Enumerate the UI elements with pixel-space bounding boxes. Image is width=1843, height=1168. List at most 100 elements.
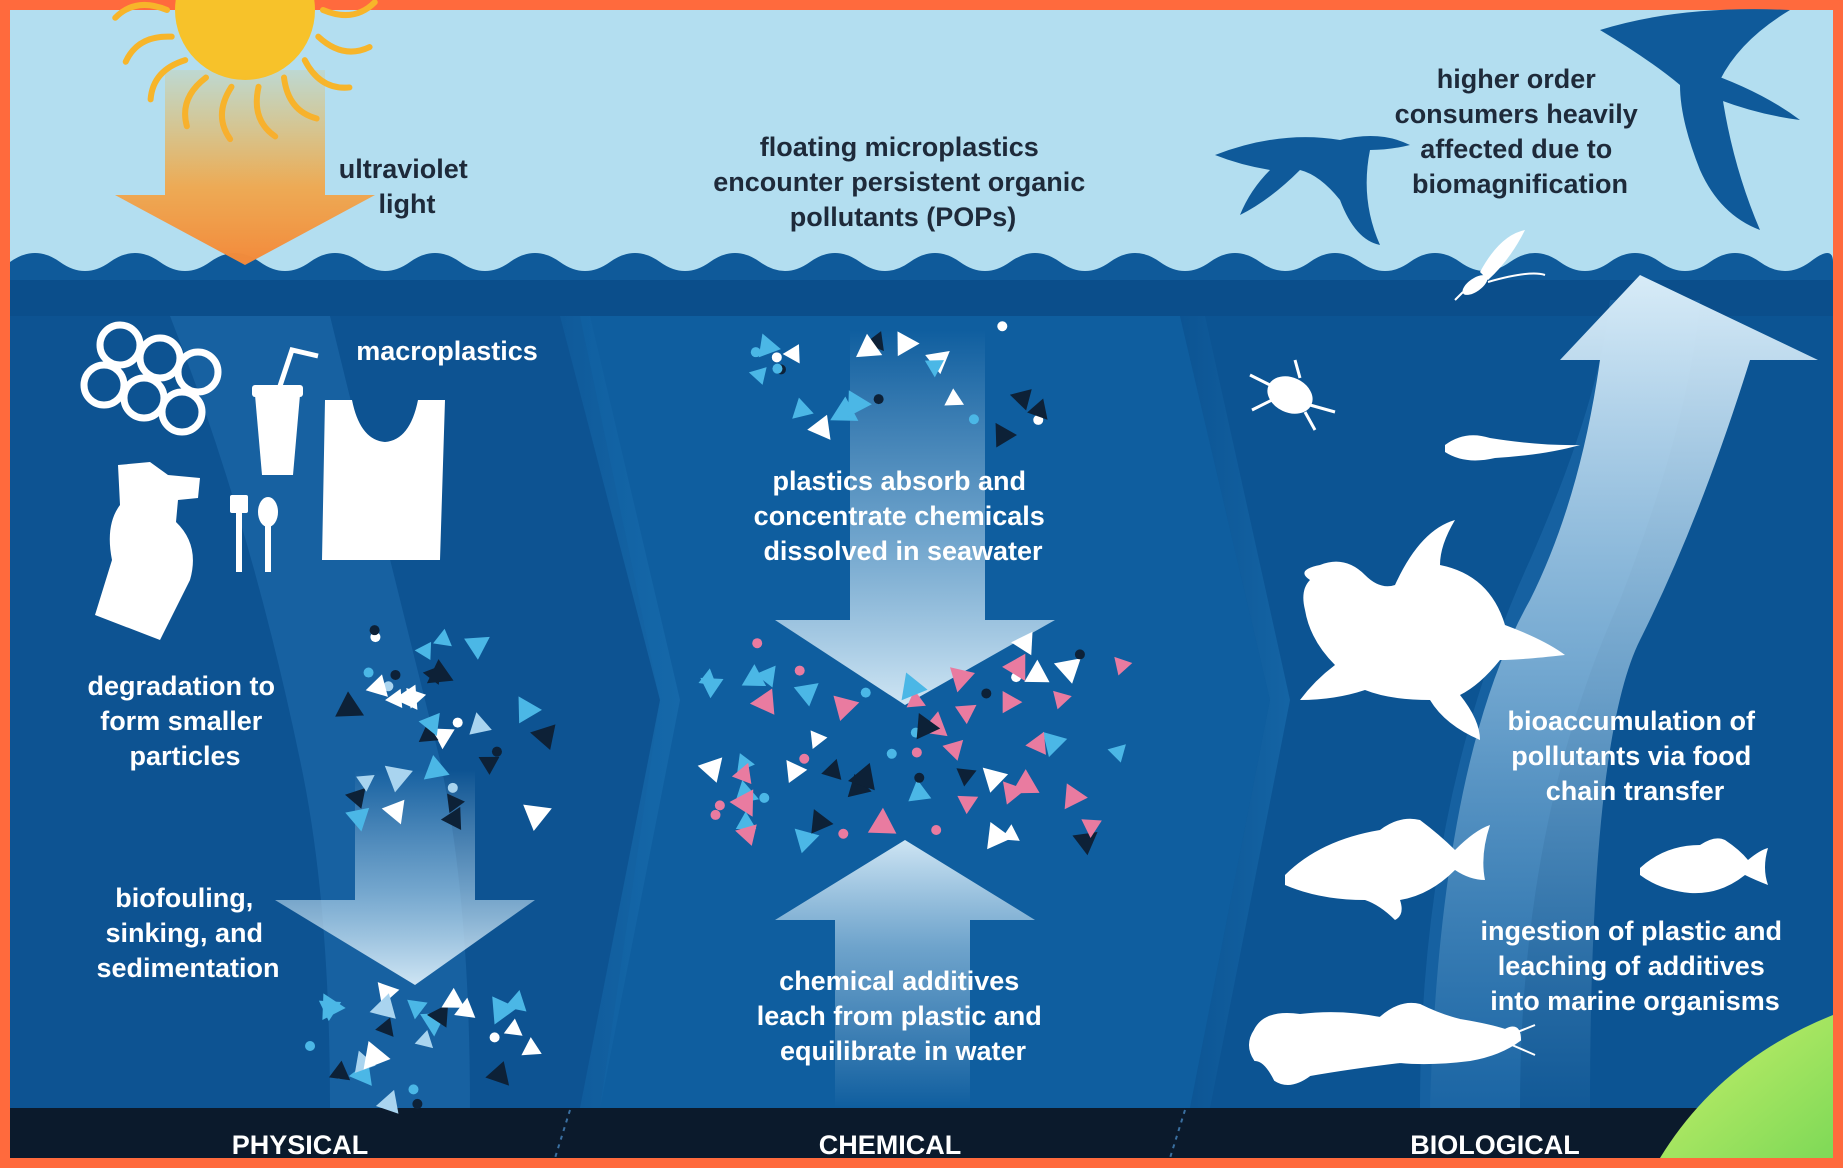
particle-triangle (901, 672, 928, 701)
additives-label: chemical additives leach from plastic an… (757, 966, 1050, 1066)
particle-dot (860, 687, 871, 698)
particle-triangle (954, 704, 977, 725)
bioaccumulation-arrow (1430, 275, 1818, 1108)
particle-dot (838, 828, 849, 839)
particle-dot (772, 363, 783, 374)
particle-triangle (1002, 653, 1026, 681)
particle-triangle (418, 712, 440, 736)
sinking-arrow (275, 770, 535, 985)
particle-dot (911, 747, 922, 758)
particle-dot (390, 669, 401, 680)
particle-triangle (782, 344, 800, 364)
ocean-band (10, 280, 1833, 316)
particle-triangle (792, 397, 814, 419)
particle-triangle (393, 684, 418, 710)
particle-dot (1033, 414, 1044, 425)
consumers-label: higher order consumers heavily affected … (1395, 64, 1646, 199)
particle-dot (799, 753, 810, 764)
particle-triangle (995, 422, 1017, 448)
particle-triangle (847, 762, 875, 791)
particle-triangle (322, 993, 346, 1020)
particle-dot (305, 1041, 316, 1052)
particle-triangle (521, 1037, 542, 1056)
particle-triangle (1114, 656, 1133, 676)
particle-dot (752, 638, 763, 649)
particle-triangle (335, 691, 365, 717)
microplastic-particles (305, 321, 1133, 1114)
particle-triangle (447, 793, 465, 814)
particle-triangle (735, 824, 757, 846)
leach-arrow (775, 840, 1035, 1108)
plastic-bag-icon (322, 400, 445, 560)
particle-dot (914, 772, 925, 783)
catfish-icon (1249, 1002, 1536, 1085)
pop-label: floating microplastics encounter persist… (713, 132, 1093, 232)
degradation-label: degradation to form smaller particles (87, 671, 282, 771)
particle-triangle (478, 756, 500, 775)
particle-triangle (1025, 731, 1046, 755)
cup-with-straw-icon (252, 347, 319, 475)
particle-triangle (942, 739, 964, 761)
particle-triangle (700, 677, 724, 699)
particle-triangle (924, 360, 945, 378)
particle-triangle (381, 799, 405, 825)
particle-triangle (1011, 631, 1033, 656)
particle-triangle (847, 390, 872, 417)
particle-dot (447, 782, 458, 793)
cutlery-icon (230, 495, 278, 572)
particle-dot (412, 1098, 423, 1109)
ingestion-label: ingestion of plastic and leaching of add… (1480, 916, 1789, 1016)
particle-triangle (735, 811, 757, 829)
particle-triangle (345, 788, 366, 809)
particle-triangle (793, 683, 819, 707)
particle-triangle (1053, 658, 1081, 684)
six-pack-rings-icon (80, 321, 222, 436)
goose-icon (1215, 136, 1410, 245)
bass-fish-icon (1285, 818, 1490, 920)
particle-dot (981, 688, 992, 699)
chemical-panel (580, 316, 1270, 1108)
particle-triangle (741, 664, 767, 687)
particle-triangle (731, 762, 752, 784)
particle-triangle (987, 821, 1013, 850)
particle-triangle (365, 674, 388, 697)
particle-triangle (464, 636, 490, 660)
particle-triangle (1042, 732, 1068, 758)
particle-dot (873, 394, 884, 405)
particle-triangle (385, 688, 403, 708)
particle-triangle (758, 333, 781, 358)
uv-arrow (115, 70, 375, 265)
particle-triangle (1053, 690, 1072, 710)
particle-triangle (328, 1060, 351, 1081)
particle-triangle (916, 712, 941, 740)
particle-dot (714, 800, 725, 811)
particle-triangle (431, 728, 455, 750)
particle-triangle (749, 688, 775, 715)
particle-triangle (384, 765, 413, 793)
particle-triangle (748, 367, 767, 385)
absorb-arrow (775, 330, 1055, 705)
particle-triangle (821, 758, 842, 780)
particle-triangle (375, 1089, 399, 1114)
particle-triangle (1024, 659, 1050, 683)
particle-triangle (1027, 398, 1048, 420)
particle-triangle (855, 333, 883, 358)
particle-triangle (363, 1041, 391, 1070)
particle-triangle (867, 807, 897, 834)
particle-triangle (950, 667, 975, 693)
particle-triangle (833, 695, 860, 721)
particle-triangle (982, 767, 1009, 793)
particle-triangle (1107, 744, 1126, 763)
particle-triangle (518, 696, 542, 724)
absorb-label: plastics absorb and concentrate chemical… (754, 466, 1053, 566)
physical-divider (560, 316, 680, 1108)
particle-triangle (1081, 819, 1102, 839)
particle-triangle (414, 1030, 434, 1049)
sea-turtle-icon (1300, 520, 1565, 740)
particle-triangle (440, 806, 462, 831)
biological-section-title: BIOLOGICAL (1410, 1130, 1580, 1160)
particle-dot (750, 347, 761, 358)
particle-dot (408, 1084, 419, 1095)
particle-triangle (433, 628, 452, 647)
